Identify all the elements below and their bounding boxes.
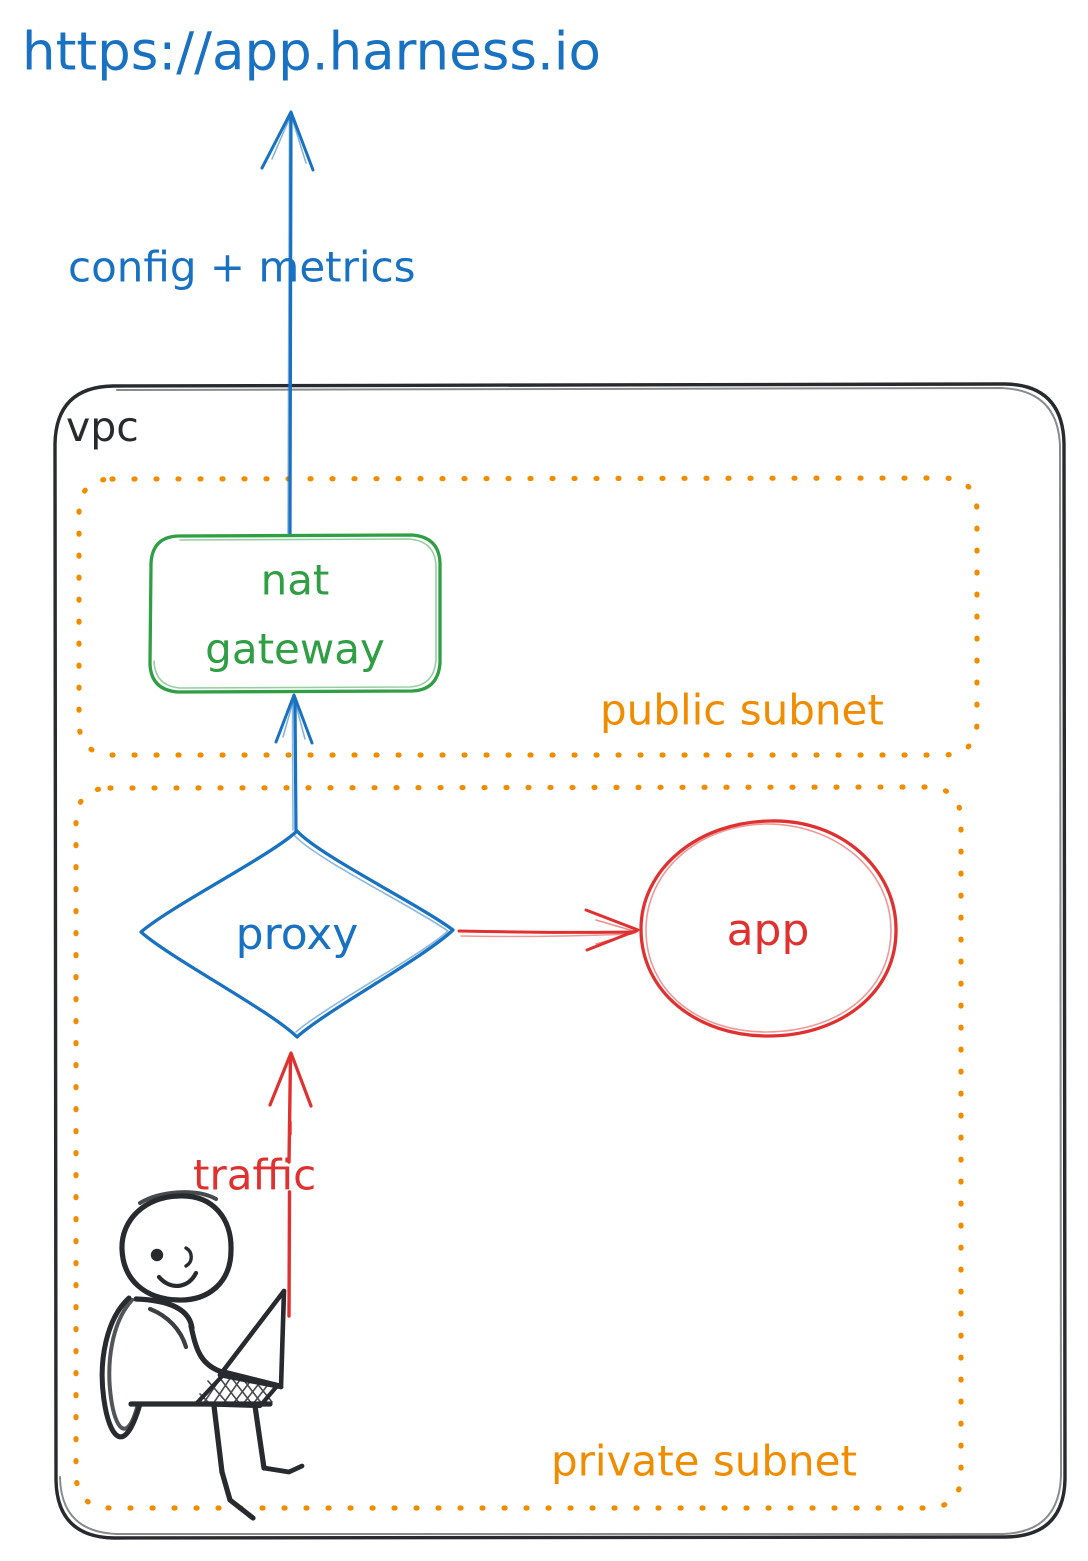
edge-nat-to-internet (260, 110, 315, 536)
edge-proxy-to-nat (274, 693, 314, 834)
app-label: app (727, 905, 810, 956)
private-subnet-label: private subnet (551, 1437, 857, 1486)
node-app[interactable]: app (639, 819, 898, 1038)
public-subnet-label: public subnet (600, 686, 884, 735)
proxy-label: proxy (236, 909, 359, 960)
traffic-label: traffic (193, 1151, 316, 1200)
edge-proxy-to-app (457, 908, 640, 952)
vpc-label: vpc (66, 403, 139, 451)
config-metrics-label: config + metrics (68, 243, 416, 292)
node-proxy[interactable]: proxy (139, 829, 455, 1039)
vpc-container (53, 382, 1067, 1540)
node-nat-gateway[interactable]: nat gateway (148, 533, 442, 694)
edge-user-to-proxy (268, 1051, 313, 1318)
user-stick-figure (99, 1190, 305, 1521)
nat-gateway-label-line2: gateway (205, 625, 385, 674)
nat-gateway-label-line1: nat (261, 556, 330, 605)
endpoint-url-label: https://app.harness.io (22, 22, 601, 83)
